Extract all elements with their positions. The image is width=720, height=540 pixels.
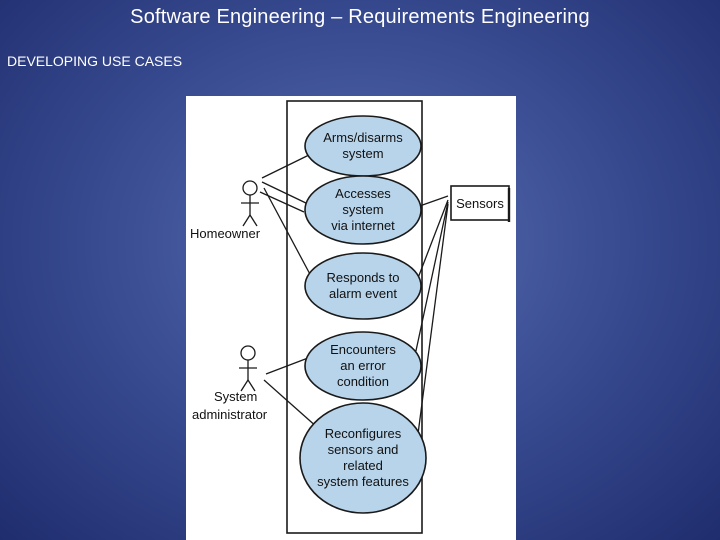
actor-head-homeowner [242, 180, 258, 196]
association-admin-reconfigures [263, 379, 319, 429]
actor-label-sysadmin: System [214, 389, 257, 404]
association-homeowner-responds [263, 187, 313, 279]
use-case-label-encounters: condition [337, 374, 389, 389]
association-admin-encounters [265, 357, 309, 375]
use-case-label-responds: alarm event [329, 286, 397, 301]
use-case-ellipse-reconfigures [299, 402, 427, 514]
association-sensors-encounters [413, 201, 449, 361]
use-case-label-responds: Responds to [327, 270, 400, 285]
sensors-box [450, 185, 510, 221]
slide-title: Software Engineering – Requirements Engi… [130, 6, 590, 28]
slide-subtitle: DEVELOPING USE CASES [7, 53, 183, 69]
association-sensors-responds [417, 199, 449, 279]
actor-head-sysadmin [240, 345, 256, 361]
use-case-label-arms: system [342, 146, 383, 161]
actor-left-leg-homeowner [242, 214, 251, 227]
actor-left-leg-sysadmin [240, 379, 249, 392]
sensors-label: Sensors [456, 196, 504, 211]
actor-label-sysadmin: administrator [192, 407, 268, 422]
actor-right-leg-sysadmin [247, 379, 256, 392]
use-case-ellipse-accesses [304, 175, 422, 245]
association-sensors-reconfigures [417, 203, 449, 435]
use-case-ellipse-responds [304, 252, 422, 320]
use-case-label-reconfigures: sensors and [328, 442, 399, 457]
use-case-label-accesses: system [342, 202, 383, 217]
use-case-label-reconfigures: related [343, 458, 383, 473]
use-case-label-reconfigures: system features [317, 474, 409, 489]
use-case-label-reconfigures: Reconfigures [325, 426, 402, 441]
association-homeowner-accesses [261, 181, 309, 205]
use-case-label-accesses: Accesses [335, 186, 391, 201]
use-case-label-accesses: via internet [331, 218, 395, 233]
association-homeowner-arms [261, 153, 312, 179]
use-case-label-encounters: an error [340, 358, 386, 373]
actor-label-homeowner: Homeowner [190, 226, 261, 241]
actor-right-leg-homeowner [249, 214, 258, 227]
use-case-label-arms: Arms/disarms [323, 130, 403, 145]
system-boundary [286, 100, 423, 534]
use-case-label-encounters: Encounters [330, 342, 396, 357]
association-homeowner-accesses-2 [259, 191, 305, 213]
use-case-ellipse-encounters [304, 331, 422, 401]
